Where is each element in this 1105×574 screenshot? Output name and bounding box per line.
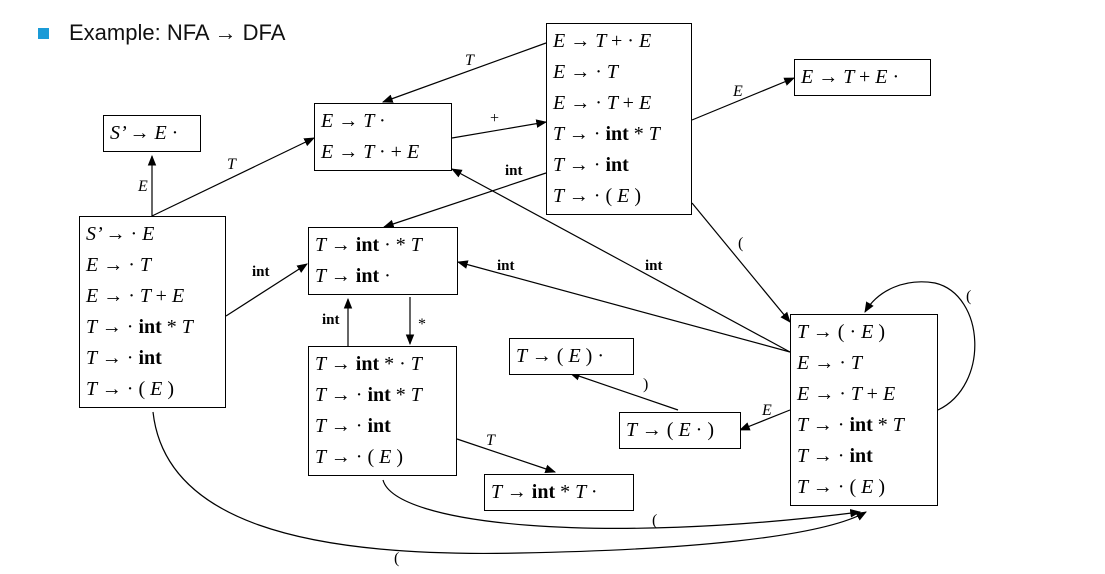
slide-title: Example: NFA → DFA	[69, 20, 286, 45]
state-item: E → · T + E	[553, 92, 652, 114]
state-item: E → · T	[553, 61, 619, 83]
state-0: S’ → · E E → · T E → · T + E T → · int *…	[79, 216, 226, 408]
edge-label: T	[486, 432, 495, 449]
state-TplusE: E → T + E ·	[794, 59, 931, 96]
state-item: T → int ·	[315, 265, 391, 287]
edge-star-paren	[382, 479, 862, 529]
edge-star-intstarT	[456, 438, 557, 473]
state-item: T → int * · T	[315, 353, 422, 375]
state-item: T → · ( E )	[553, 185, 641, 207]
state-T: E → T · E → T · + E	[314, 103, 452, 171]
state-item: T → · int * T	[86, 316, 193, 338]
state-item: E → · T	[797, 352, 863, 374]
state-item: T → · ( E )	[797, 476, 885, 498]
state-item: S’ → · E	[86, 223, 155, 245]
edge-s0-int	[225, 263, 308, 317]
state-item: T → · int	[553, 154, 629, 176]
edge-label: (	[966, 288, 972, 305]
state-item: E → T ·	[321, 110, 386, 132]
state-item: T → ( · E )	[797, 321, 885, 343]
edge-label: int	[497, 258, 515, 274]
edge-label: int	[645, 258, 663, 274]
edge-s0-paren	[152, 411, 867, 555]
state-item: T → · int	[797, 445, 873, 467]
state-item: E → · T	[86, 254, 152, 276]
state-item: T → · int * T	[797, 414, 904, 436]
state-plus: E → T + · E E → · T E → · T + E T → · in…	[546, 23, 692, 215]
edge-label: int	[252, 264, 270, 280]
edge-paren-int	[456, 260, 791, 353]
edge-label: T	[227, 156, 236, 173]
state-item: T → ( E · )	[626, 419, 714, 441]
edge-label: E	[762, 402, 772, 419]
edge-label: )	[643, 376, 649, 393]
edge-label: (	[394, 550, 400, 567]
edge-paren-T	[451, 168, 791, 353]
edge-label: *	[418, 316, 426, 333]
edge-label: (	[738, 235, 744, 252]
bullet-square-icon	[38, 27, 49, 39]
state-item: E → · T + E	[797, 383, 896, 405]
state-item: T → · ( E )	[315, 446, 403, 468]
state-item: T → ( E ) ·	[516, 345, 604, 367]
state-int: T → int · * T T → int ·	[308, 227, 458, 295]
state-paren: T → ( · E ) E → · T E → · T + E T → · in…	[790, 314, 938, 506]
edge-parenE-close	[568, 372, 679, 411]
state-item: T → · int	[315, 415, 391, 437]
edge-paren-self	[864, 281, 976, 411]
edge-s0-T	[151, 137, 315, 217]
edge-label: E	[733, 83, 743, 100]
edge-plus-TplusE	[691, 77, 795, 121]
state-item: E → T · + E	[321, 141, 420, 163]
state-parenEclose: T → ( E ) ·	[509, 338, 634, 375]
state-item: E → · T + E	[86, 285, 185, 307]
state-item: T → · ( E )	[86, 378, 174, 400]
slide-title-row: Example: NFA → DFA	[38, 20, 285, 46]
edge-label: E	[138, 178, 148, 195]
edge-plus-int	[382, 172, 547, 229]
edge-label: (	[652, 512, 658, 529]
edge-label: +	[490, 110, 500, 127]
edge-T-plus	[451, 119, 548, 139]
edge-plus-T	[381, 42, 547, 103]
state-item: S’ → E ·	[110, 122, 179, 144]
edge-plus-paren	[691, 202, 791, 323]
state-intstarT: T → int * T ·	[484, 474, 634, 511]
state-item: T → · int * T	[315, 384, 422, 406]
state-item: E → T + E ·	[801, 66, 900, 88]
state-parenE: T → ( E · )	[619, 412, 741, 449]
state-item: E → T + · E	[553, 30, 652, 52]
state-item: T → int · * T	[315, 234, 422, 256]
state-accept: S’ → E ·	[103, 115, 201, 152]
edge-paren-parenE	[738, 409, 791, 431]
state-item: T → · int * T	[553, 123, 660, 145]
edge-label: int	[322, 312, 340, 328]
state-item: T → · int	[86, 347, 162, 369]
edge-label: T	[465, 52, 474, 69]
state-item: T → int * T ·	[491, 481, 598, 503]
edge-label: int	[505, 163, 523, 179]
state-star: T → int * · T T → · int * T T → · int T …	[308, 346, 457, 476]
